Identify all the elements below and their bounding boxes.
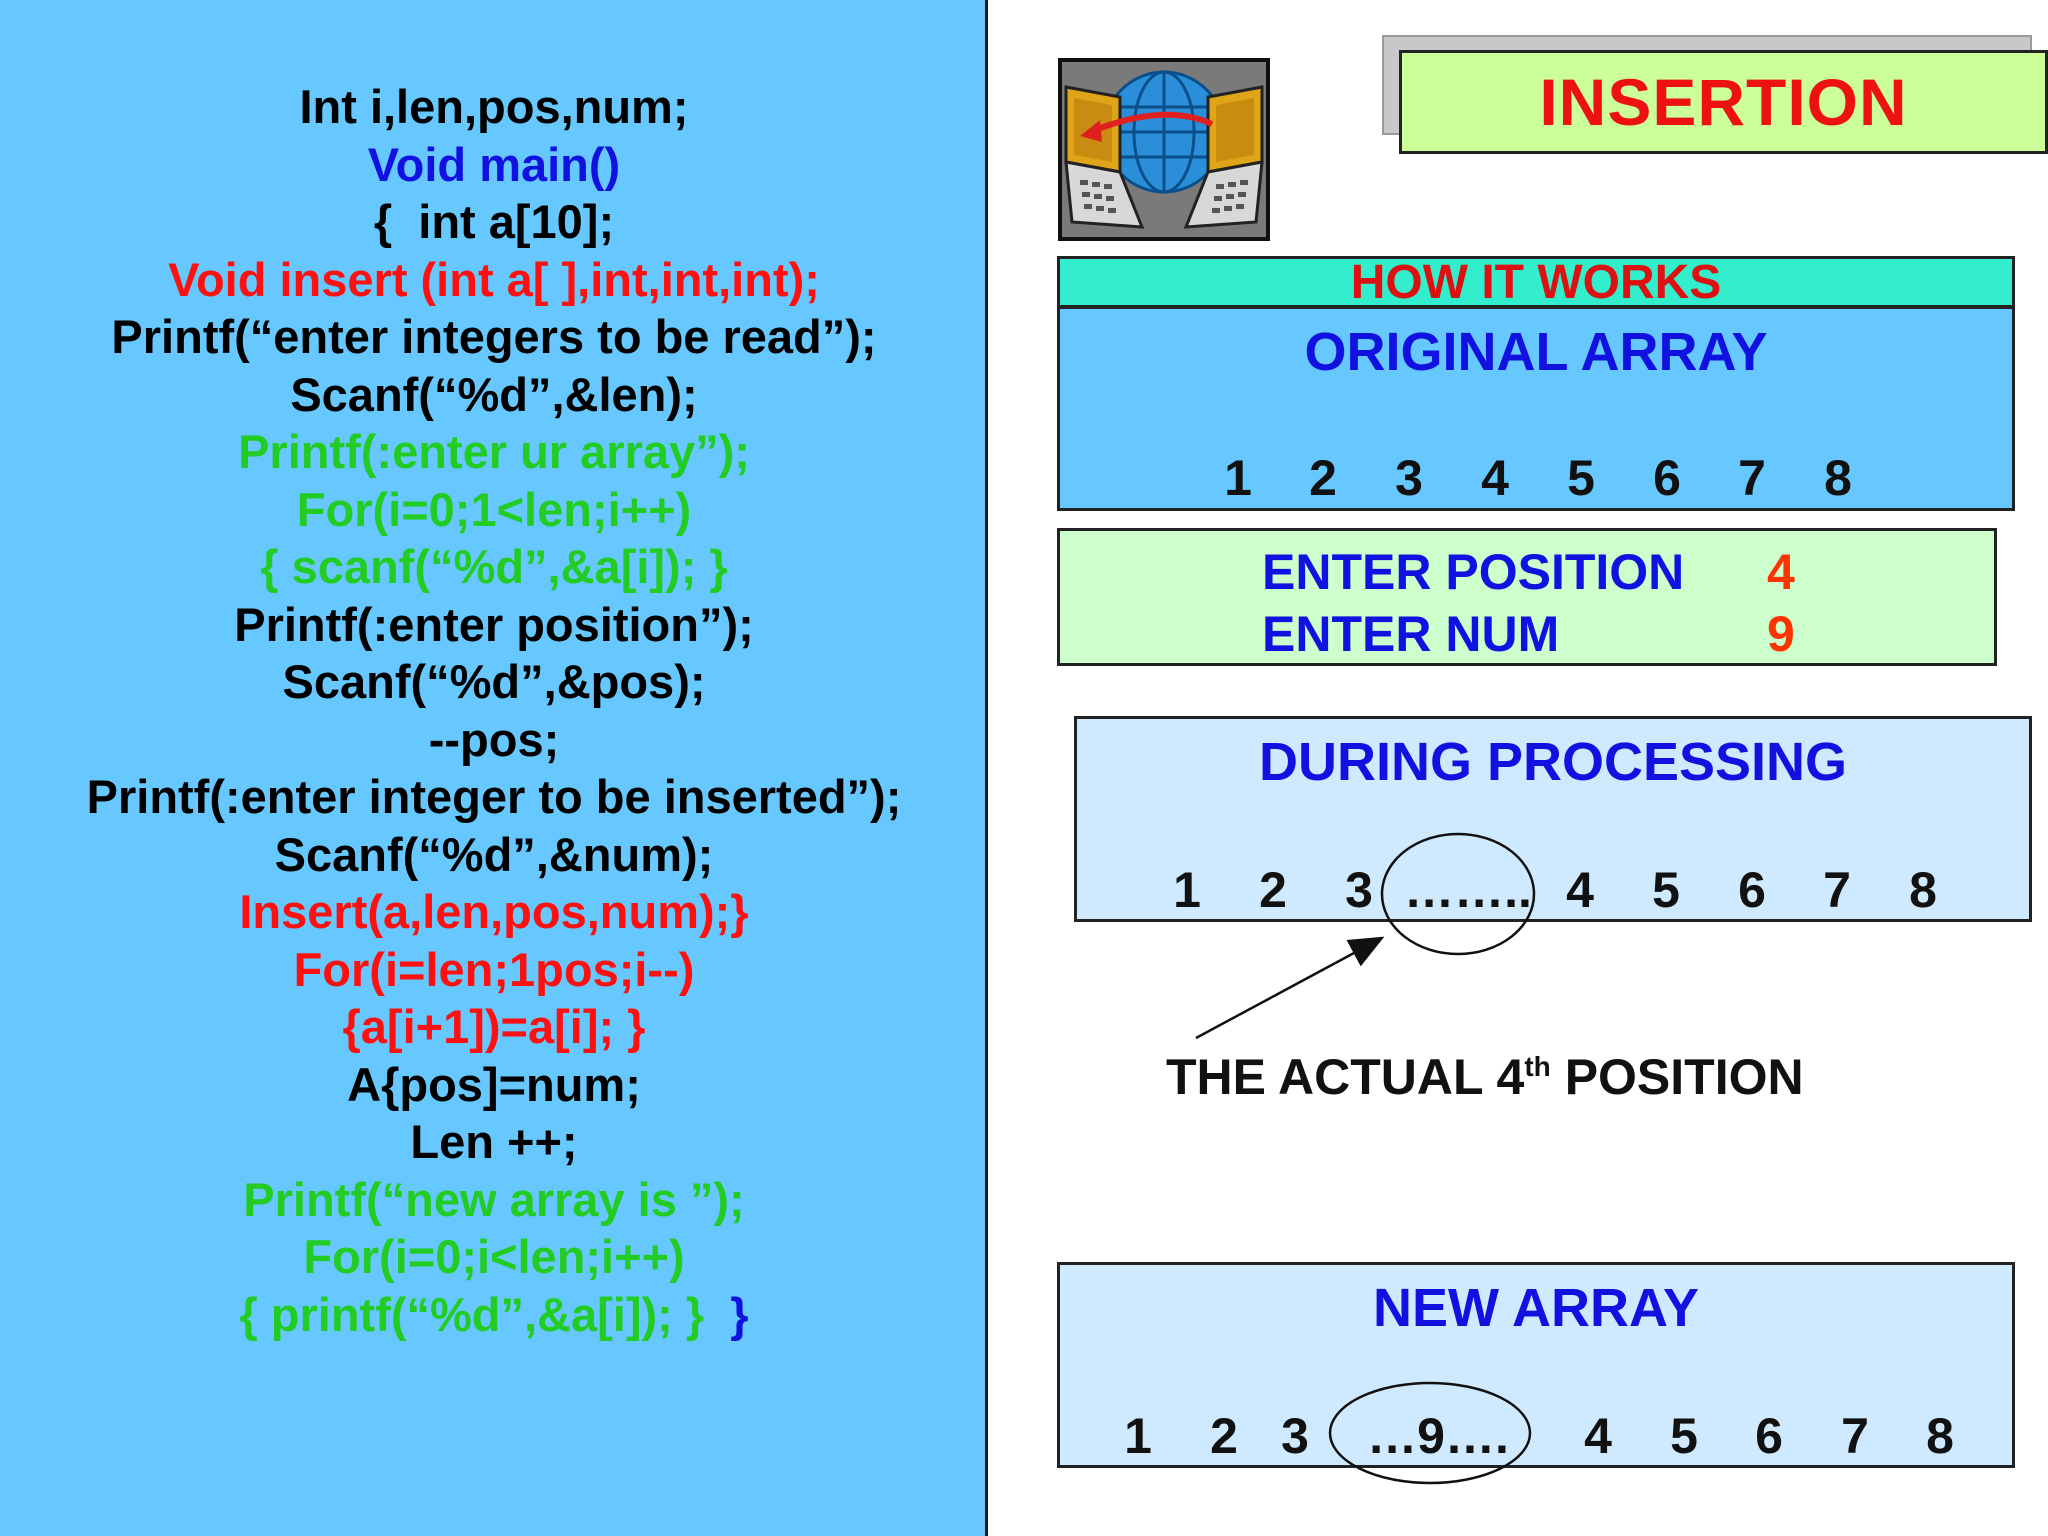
array-value: 7 [1841, 1408, 1869, 1464]
code-line-text: Int i,len,pos,num; [299, 80, 689, 133]
network-computers-icon [1058, 58, 1270, 241]
code-line-text: Insert(a,len,pos,num);} [239, 885, 749, 938]
code-line: Printf(:enter position”); [0, 596, 988, 654]
array-value: 7 [1738, 450, 1766, 506]
array-value: 4 [1584, 1408, 1612, 1464]
code-line: Insert(a,len,pos,num);} [0, 883, 988, 941]
code-line: Printf(:enter ur array”); [0, 423, 988, 481]
new-array-title: NEW ARRAY [1372, 1278, 1700, 1338]
code-line-text: Void insert (int a[ ],int,int,int); [168, 252, 820, 306]
code-line-text: Printf(:enter ur array”); [238, 425, 750, 478]
enter-num-label: ENTER NUM [1262, 606, 1560, 662]
array-value: 5 [1567, 450, 1595, 506]
code-line: {a[i+1])=a[i]; } [0, 998, 988, 1056]
annotation-prefix: THE ACTUAL 4 [1166, 1049, 1525, 1105]
array-value: 5 [1652, 862, 1680, 918]
array-value: 6 [1738, 862, 1766, 918]
page-title: INSERTION [1539, 65, 1908, 139]
code-line: --pos; [0, 711, 988, 769]
code-line: For(i=0;i<len;i++) [0, 1228, 988, 1286]
code-line: Printf(“enter integers to be read”); [0, 308, 988, 366]
code-line-text: For(i=len;1pos;i--) [293, 942, 695, 996]
code-line: Printf(:enter integer to be inserted”); [0, 768, 988, 826]
during-processing-title: DURING PROCESSING [1258, 732, 1848, 792]
code-line-text: Printf(“enter integers to be read”); [111, 310, 877, 363]
code-line: For(i=len;1pos;i--) [0, 941, 988, 999]
code-line-text: Scanf(“%d”,&len); [290, 367, 698, 421]
code-line: Void insert (int a[ ],int,int,int); [0, 251, 988, 309]
enter-position-label: ENTER POSITION [1262, 544, 1685, 600]
array-value: 1 [1124, 1408, 1152, 1464]
code-line-text: Scanf(“%d”,&pos); [282, 655, 706, 708]
array-value: …….. [1404, 862, 1532, 918]
code-line: For(i=0;1<len;i++) [0, 481, 988, 539]
enter-num-value: 9 [1767, 606, 1795, 662]
array-value: 5 [1670, 1408, 1698, 1464]
code-listing: Int i,len,pos,num;Void main(){ int a[10]… [0, 78, 988, 1343]
code-line-text: Scanf(“%d”,&num); [274, 827, 714, 881]
code-line-text: A{pos]=num; [347, 1057, 641, 1111]
code-line-text: For(i=0;i<len;i++) [303, 1230, 685, 1283]
code-line: { int a[10]; [0, 193, 988, 251]
input-box: ENTER POSITION 4 ENTER NUM 9 [1057, 528, 1997, 666]
code-line-text: { int a[10]; [373, 195, 615, 248]
array-value: 3 [1395, 450, 1423, 506]
code-line-text: Printf(“new array is ”); [243, 1172, 745, 1226]
code-line: Len ++; [0, 1113, 988, 1171]
code-line: Scanf(“%d”,&len); [0, 366, 988, 424]
code-line-text: { printf(“%d”,&a[i]); } [239, 1287, 705, 1341]
code-line-text: {a[i+1])=a[i]; } [342, 1000, 646, 1053]
code-line: Scanf(“%d”,&pos); [0, 653, 988, 711]
title-box: INSERTION [1399, 50, 2048, 154]
array-value: 2 [1210, 1408, 1238, 1464]
array-value: 4 [1481, 450, 1509, 506]
code-line-text: --pos; [428, 712, 560, 766]
code-line-text: Printf(:enter integer to be inserted”); [86, 770, 902, 823]
enter-position-value: 4 [1767, 544, 1795, 600]
annotation-arrow [1195, 936, 1385, 1040]
array-value: 1 [1173, 862, 1201, 918]
code-line: { scanf(“%d”,&a[i]); } [0, 538, 988, 596]
actual-position-annotation: THE ACTUAL 4th POSITION [1166, 1048, 1804, 1106]
array-value: 6 [1755, 1408, 1783, 1464]
array-value: 8 [1909, 862, 1937, 918]
array-value: 8 [1824, 450, 1852, 506]
array-value: 6 [1653, 450, 1681, 506]
code-line: Int i,len,pos,num; [0, 78, 988, 136]
array-value: 1 [1224, 450, 1252, 506]
during-processing-box: DURING PROCESSING 1 2 3 …….. 4 5 6 7 8 [1074, 716, 2032, 922]
code-panel: Int i,len,pos,num;Void main(){ int a[10]… [0, 0, 988, 1536]
annotation-superscript: th [1524, 1051, 1551, 1082]
code-line-text: { scanf(“%d”,&a[i]); } [260, 540, 728, 593]
code-line: Printf(“new array is ”); [0, 1171, 988, 1229]
array-value: 2 [1309, 450, 1337, 506]
array-value: 7 [1823, 862, 1851, 918]
array-value: 3 [1281, 1408, 1309, 1464]
array-value: 2 [1259, 862, 1287, 918]
code-line-text: Void main() [367, 137, 621, 191]
code-line: A{pos]=num; [0, 1056, 988, 1114]
code-line-text: Printf(:enter position”); [234, 597, 754, 651]
code-line: Void main() [0, 136, 988, 194]
annotation-suffix: POSITION [1550, 1049, 1804, 1105]
code-line-text: Len ++; [410, 1115, 578, 1168]
original-array-title: ORIGINAL ARRAY [1304, 322, 1768, 382]
array-value: 4 [1566, 862, 1594, 918]
array-value: 3 [1345, 862, 1373, 918]
code-line-suffix: } [704, 1287, 749, 1341]
original-array-box: ORIGINAL ARRAY 1 2 3 4 5 6 7 8 [1057, 306, 2015, 511]
code-line: Scanf(“%d”,&num); [0, 826, 988, 884]
how-it-works-label: HOW IT WORKS [1350, 256, 1722, 309]
code-line: { printf(“%d”,&a[i]); } } [0, 1286, 988, 1344]
array-value: 8 [1926, 1408, 1954, 1464]
how-it-works-header: HOW IT WORKS [1057, 256, 2015, 308]
code-line-text: For(i=0;1<len;i++) [296, 482, 692, 536]
array-value: …9…. [1367, 1408, 1509, 1464]
